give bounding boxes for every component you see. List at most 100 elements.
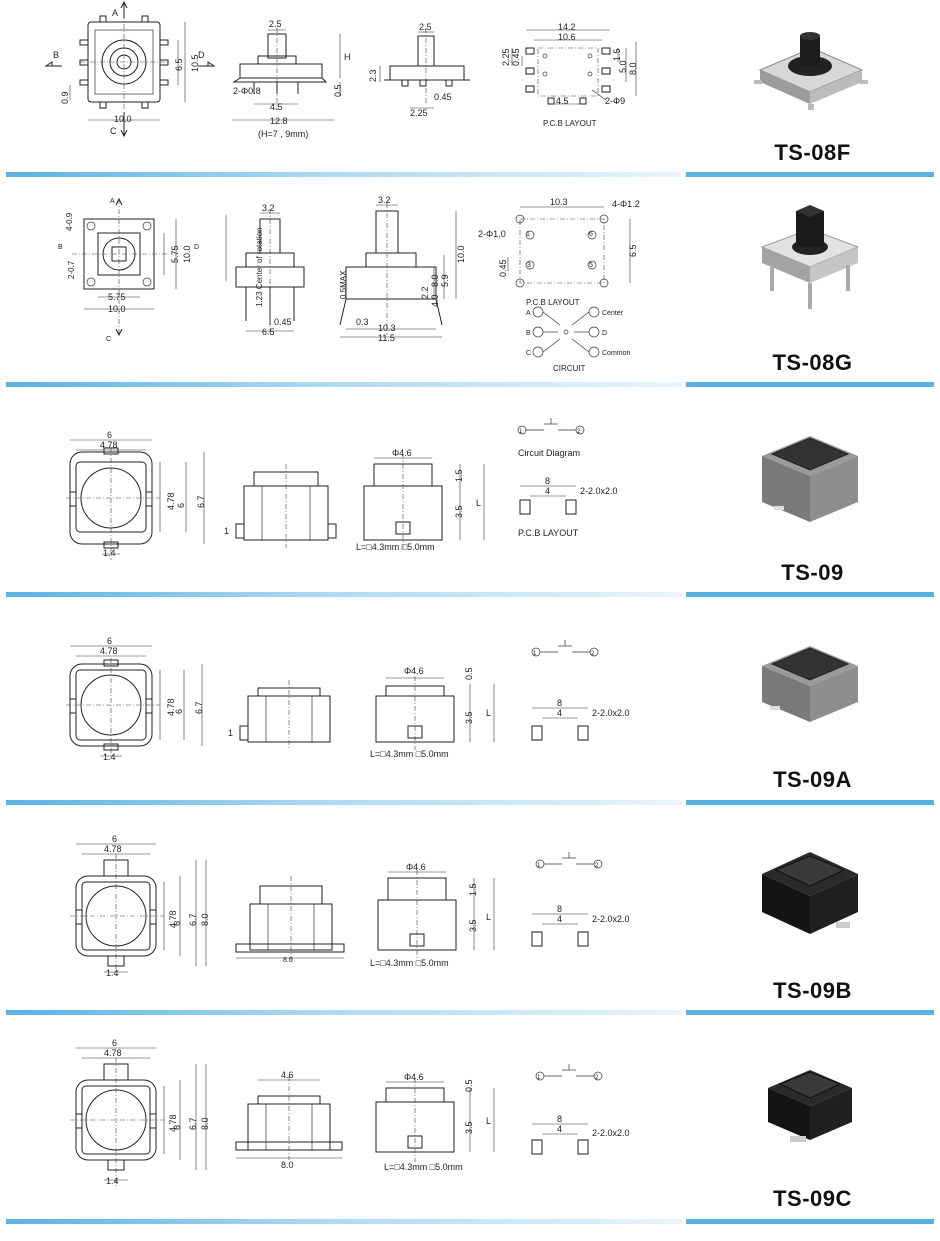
photo-ts09c <box>768 1070 852 1142</box>
pcb-r3: 8.0 <box>628 62 638 75</box>
product-photo <box>690 185 935 355</box>
dim-8-0: 8.0 <box>200 1117 210 1130</box>
product-row-ts09: 6 4.78 4.78 6 6.7 1.4 1 <box>0 410 940 615</box>
drawing-svg: A B C D 4-0.9 2-0.7 5.75 10.0 5.75 10.0 … <box>58 195 640 373</box>
pcb-8: 8 <box>557 1114 562 1124</box>
dim-shaft-2: 2.5 <box>419 22 432 32</box>
pcb-4: 4 <box>557 1124 562 1134</box>
top-view <box>72 197 177 337</box>
side-view <box>232 28 341 121</box>
product-row-ts09c: 6 4.78 4.78 6 6.7 8.0 1.4 4.6 8.0 <box>0 1036 940 1241</box>
pin-3: 3 <box>527 262 531 269</box>
dim-shaft: 2.5 <box>269 19 282 29</box>
side-view <box>225 209 305 335</box>
dim-5-75-bottom: 5.75 <box>108 292 126 302</box>
circuit-pin-2: 2 <box>591 651 595 657</box>
dim-10-v: 10.0 <box>456 245 466 263</box>
pcb-4: 4 <box>545 486 550 496</box>
row-separator-left <box>6 800 681 805</box>
row-separator-right <box>686 592 934 597</box>
dim-base: 8.0 <box>281 1160 294 1170</box>
pcb-holes-1: 4-Φ1.2 <box>612 199 640 209</box>
pcb-pad: 2-2.0x2.0 <box>592 708 630 718</box>
dim-3-5: 3.5 <box>454 505 464 518</box>
pin-1: 1 <box>526 231 530 238</box>
dim-8-0: 8.0 <box>200 913 210 926</box>
dir-c-label: C <box>106 336 111 343</box>
dim-3-5: 3.5 <box>464 1121 474 1134</box>
product-photo <box>690 0 935 170</box>
dim-1-5: 1.5 <box>468 883 478 896</box>
circuit-pin-2: 2 <box>577 429 581 435</box>
dir-a-label: A <box>112 8 118 18</box>
row-separator-left <box>6 382 681 387</box>
dim-top-4-6: 4.6 <box>281 1070 294 1080</box>
dim-4-78-right: 4.78 <box>168 910 178 928</box>
dim-5-9: 5.9 <box>440 274 450 287</box>
dim-2-25: 2.25 <box>410 108 428 118</box>
row-separator-right <box>686 1219 934 1224</box>
dim-4-78-right: 4.78 <box>166 492 176 510</box>
dim-L: L <box>476 498 481 508</box>
dim-1-4: 1.4 <box>103 548 116 558</box>
dim-1-5: 1.5 <box>454 469 464 482</box>
dim-6-top: 6 <box>112 1038 117 1048</box>
pin-5: 5 <box>589 262 593 269</box>
pcb-8: 8 <box>545 476 550 486</box>
front-view <box>375 676 495 750</box>
dim-6-7: 6.7 <box>194 701 204 714</box>
dim-l-note: L=□4.3mm □5.0mm <box>370 958 449 968</box>
pcb-holes-2: 2-Φ1.0 <box>478 229 506 239</box>
pcb-left: 0.45 <box>498 259 508 277</box>
pcb-8: 8 <box>557 904 562 914</box>
dim-l-note: L=□4.3mm □5.0mm <box>370 749 449 759</box>
dim-shaft-2: 3.2 <box>378 195 391 205</box>
pcb-layout <box>507 206 631 288</box>
photo-ts09a <box>762 646 858 722</box>
top-view <box>66 439 205 560</box>
dim-pin: 0.45 <box>274 317 292 327</box>
top-view <box>70 1047 207 1186</box>
dim-6-right: 6 <box>174 709 184 714</box>
dim-12-8: 12.8 <box>270 116 288 126</box>
pcb-h1: 2.25 <box>501 48 511 66</box>
dim-0-5: 0.5 <box>464 1079 474 1092</box>
dim-2-3: 2.3 <box>368 69 378 82</box>
dim-0-5: 0.5 <box>333 84 343 97</box>
front-view <box>339 203 457 338</box>
dim-6-right: 6 <box>172 921 182 926</box>
dim-width: 10.0 <box>114 114 132 124</box>
circuit-pin-1: 1 <box>533 651 537 657</box>
pcb-8: 8 <box>557 698 562 708</box>
technical-drawing: 6 4.78 4.78 6 6.7 8.0 1.4 4.6 8.0 <box>0 1036 680 1241</box>
pcb-layout <box>519 485 577 515</box>
technical-drawing: 6 4.78 4.78 6 6.7 8.0 1.4 8.0 <box>0 830 680 1035</box>
dir-d-label: D <box>198 50 205 60</box>
dim-6-top: 6 <box>107 636 112 646</box>
pcb-title: P.C.B LAYOUT <box>543 119 597 128</box>
pcb-pad: 2-2.0x2.0 <box>580 486 618 496</box>
dim-6-right: 6 <box>176 503 186 508</box>
dim-4-78-right: 4.78 <box>166 698 176 716</box>
front-view <box>377 870 495 958</box>
pcb-layout <box>531 913 589 947</box>
photo-ts08g <box>760 205 860 309</box>
dim-height-1: 6.5 <box>174 58 184 71</box>
dim-4-78-right: 4.78 <box>168 1114 178 1132</box>
product-photo <box>690 830 935 1000</box>
pcb-title: P.C.B LAYOUT <box>526 298 580 307</box>
dim-pin: 2-Φ0.8 <box>233 86 261 96</box>
row-separator-left <box>6 592 681 597</box>
product-photo <box>690 622 935 792</box>
dim-0-5max: 0.5MAX <box>339 270 348 299</box>
pcb-layout <box>531 707 589 741</box>
row-separator-right <box>686 800 934 805</box>
dim-height-2: 10.5 <box>190 54 200 72</box>
product-row-ts09a: 6 4.78 4.78 6 6.7 1.4 1 <box>0 622 940 827</box>
circuit-diagram <box>531 640 599 657</box>
dim-6-7: 6.7 <box>196 495 206 508</box>
technical-drawing: 6 4.78 4.78 6 6.7 1.4 1 <box>0 622 680 827</box>
circuit-center: Center <box>602 310 624 317</box>
dir-d-label: D <box>194 244 199 251</box>
photo-ts09 <box>762 436 858 522</box>
